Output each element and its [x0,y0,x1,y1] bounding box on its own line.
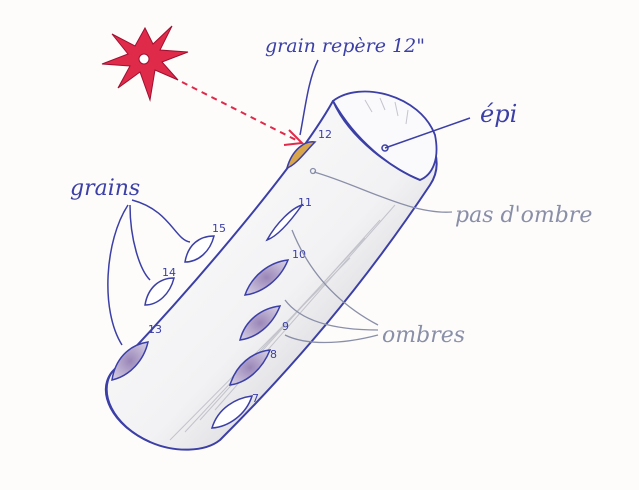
grain-repere-leader-line [300,60,318,135]
grain-number-15: 15 [212,222,226,235]
grain-number-11: 11 [298,196,312,209]
label-epi: épi [480,100,517,128]
light-source-star-icon [102,26,188,100]
grain-number-9: 9 [282,320,289,333]
grain-14 [145,278,174,305]
label-ombres: ombres [382,323,465,348]
grain-number-12: 12 [318,128,332,141]
grain-15 [185,236,214,262]
grain-number-14: 14 [162,266,176,279]
label-grains: grains [70,176,140,201]
grain-number-8: 8 [270,348,277,361]
label-grain-repere: grain repère 12" [265,35,425,57]
label-pas-d-ombre: pas d'ombre [455,203,592,228]
light-ray-arrow [182,82,302,145]
grain-number-7: 7 [252,392,259,405]
grain-number-13: 13 [148,323,162,336]
